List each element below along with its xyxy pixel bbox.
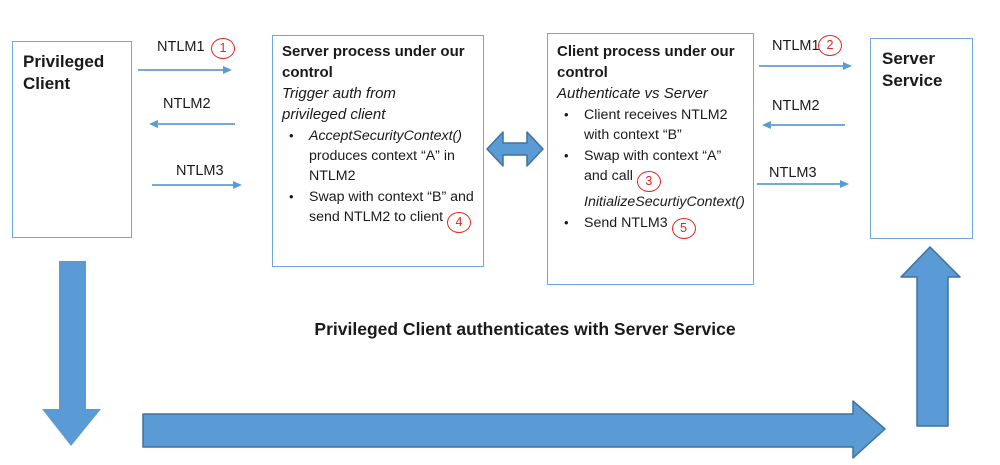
ntlm2-right-arrow [770,124,845,126]
bidirectional-arrow [486,131,544,167]
ntlm3-left-arrow [152,184,234,186]
ntlm3-right-label: NTLM3 [769,165,817,181]
up-flow-arrow [900,246,961,427]
bullet-marker: • [289,189,294,204]
ntlm1-right-arrowhead [843,61,852,70]
bullet-marker: • [289,128,294,143]
bullet-marker: • [564,107,569,122]
privileged-client-box: Privileged Client [12,41,132,238]
client-process-bullets: • Client receives NTLM2 with context “B”… [557,105,745,239]
ntlm3-left-label: NTLM3 [176,163,224,179]
ntlm2-right-label: NTLM2 [772,98,820,114]
ntlm1-left-arrowhead [223,65,232,74]
ntlm2-left-arrow [157,123,235,125]
step-badge-2: 2 [818,35,842,56]
diagram-caption: Privileged Client authenticates with Ser… [314,319,736,339]
privileged-client-title: Privileged Client [23,52,105,94]
step-badge-3: 3 [636,171,661,192]
ntlm1-left-label: NTLM1 [157,39,205,55]
server-service-box: Server Service [870,38,973,239]
ntlm3-right-arrow [757,183,841,185]
ntlm1-right-arrow [759,65,844,67]
client-process-subtitle: Authenticate vs Server [557,85,708,102]
step-badge-1: 1 [211,38,235,59]
bullet-send-ntlm3: • Send NTLM3 5 [557,213,744,239]
bullet-swap-context-a: • Swap with context “A” and call 3 Initi… [564,148,745,210]
server-process-bullets: • AcceptSecurityContext() produces conte… [282,126,474,233]
down-flow-arrow [42,261,101,446]
ntlm3-left-arrowhead [233,180,242,189]
step-badge-4: 4 [447,212,471,233]
server-process-box: Server process under our control Trigger… [272,35,484,267]
server-service-title: Server Service [882,49,943,91]
bullet-client-receives-ntlm2: • Client receives NTLM2 with context “B” [564,107,728,143]
ntlm2-right-arrowhead [762,120,771,129]
client-process-title: Client process under our control [557,43,735,81]
bullet-swap-context-b: • Swap with context “B” and send NTLM2 t… [282,187,474,233]
ntlm1-right-label: NTLM1 [772,38,820,54]
ntlm2-left-arrowhead [149,119,158,128]
client-process-box: Client process under our control Authent… [547,33,754,285]
ntlm1-left-arrow [138,69,224,71]
bullet-marker: • [564,148,569,163]
server-process-title: Server process under our control [282,43,465,81]
step-badge-5: 5 [671,218,696,239]
ntlm2-left-label: NTLM2 [163,96,211,112]
bottom-flow-arrow [142,400,886,459]
ntlm3-right-arrowhead [840,179,849,188]
bullet-accept-security-context: • AcceptSecurityContext() produces conte… [289,128,462,184]
server-process-subtitle: Trigger auth from privileged client [282,85,396,123]
bullet-marker: • [564,215,569,230]
